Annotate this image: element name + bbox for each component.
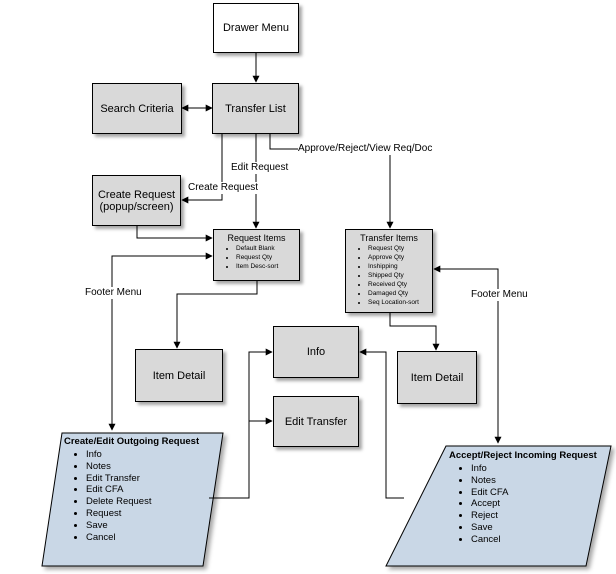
list-item: Approve Qty: [368, 253, 428, 262]
edge-transfer-items-to-detail: [389, 313, 440, 351]
outgoing-request-node: Create/Edit Outgoing Request Info Notes …: [64, 436, 214, 543]
list-item: Request Qty: [368, 244, 428, 253]
list-item: Cancel: [471, 534, 599, 546]
incoming-request-list: Info Notes Edit CFA Accept Reject Save C…: [449, 463, 599, 546]
item-detail-left-node: Item Detail: [135, 349, 223, 402]
request-items-title: Request Items: [227, 233, 286, 243]
list-item: Accept: [471, 498, 599, 510]
list-item: Item Desc-sort: [236, 262, 295, 271]
edit-transfer-label: Edit Transfer: [284, 415, 348, 428]
edge-create-request: [181, 134, 223, 204]
list-item: Inshipping: [368, 262, 428, 271]
edge-label-create-request: Create Request: [188, 182, 259, 194]
incoming-request-node: Accept/Reject Incoming Request Info Note…: [449, 450, 599, 546]
edge-footer-left: [108, 252, 213, 431]
list-item: Seq Location-sort: [368, 298, 428, 307]
list-item: Edit CFA: [471, 487, 599, 499]
edge-label-edit-request: Edit Request: [231, 162, 289, 174]
outgoing-request-title: Create/Edit Outgoing Request: [64, 436, 200, 447]
item-detail-right-label: Item Detail: [410, 371, 464, 384]
transfer-items-list: Request Qty Approve Qty Inshipping Shipp…: [350, 244, 428, 307]
list-item: Save: [471, 522, 599, 534]
list-item: Request Qty: [236, 253, 295, 262]
edge-label-footer-menu-left: Footer Menu: [85, 287, 142, 299]
list-item: Info: [86, 449, 214, 461]
create-request-node: Create Request (popup/screen): [92, 175, 181, 226]
edge-outgoing-to-info: [209, 348, 273, 499]
list-item: Info: [471, 463, 599, 475]
outgoing-request-shape: [41, 432, 224, 567]
create-request-label: Create Request (popup/screen): [97, 188, 176, 213]
search-criteria-label: Search Criteria: [100, 102, 174, 115]
edit-transfer-node: Edit Transfer: [273, 396, 359, 447]
list-item: Damaged Qty: [368, 289, 428, 298]
transfer-items-node: Transfer Items Request Qty Approve Qty I…: [345, 229, 433, 313]
incoming-request-shape: [385, 445, 612, 567]
list-item: Delete Request: [86, 496, 214, 508]
list-item: Notes: [86, 461, 214, 473]
edge-footer-right: [433, 265, 502, 444]
drawer-menu-label: Drawer Menu: [222, 22, 290, 34]
transfer-items-title: Transfer Items: [360, 233, 418, 243]
edge-label-footer-menu-right: Footer Menu: [471, 289, 528, 301]
search-criteria-node: Search Criteria: [92, 83, 182, 134]
request-items-node: Request Items Default Blank Request Qty …: [213, 229, 300, 281]
list-item: Shipped Qty: [368, 271, 428, 280]
edge-incoming-to-info: [359, 348, 404, 499]
list-item: Cancel: [86, 532, 214, 544]
outgoing-request-list: Info Notes Edit Transfer Edit CFA Delete…: [64, 449, 214, 543]
info-node: Info: [273, 326, 359, 378]
edge-create-to-items: [136, 226, 213, 242]
drawer-menu-node: Drawer Menu: [213, 3, 299, 53]
transfer-list-label: Transfer List: [225, 102, 286, 115]
list-item: Edit Transfer: [86, 473, 214, 485]
item-detail-right-node: Item Detail: [397, 351, 477, 404]
transfer-list-node: Transfer List: [212, 83, 299, 134]
edge-label-approve-reject: Approve/Reject/View Req/Doc: [298, 143, 433, 155]
incoming-request-title: Accept/Reject Incoming Request: [449, 450, 597, 461]
list-item: Received Qty: [368, 280, 428, 289]
list-item: Request: [86, 508, 214, 520]
list-item: Default Blank: [236, 244, 295, 253]
list-item: Reject: [471, 510, 599, 522]
item-detail-left-label: Item Detail: [152, 369, 206, 382]
info-label: Info: [306, 346, 326, 358]
request-items-list: Default Blank Request Qty Item Desc-sort: [218, 244, 295, 271]
list-item: Notes: [471, 475, 599, 487]
list-item: Edit CFA: [86, 484, 214, 496]
list-item: Save: [86, 520, 214, 532]
edge-items-to-detail: [173, 281, 258, 349]
